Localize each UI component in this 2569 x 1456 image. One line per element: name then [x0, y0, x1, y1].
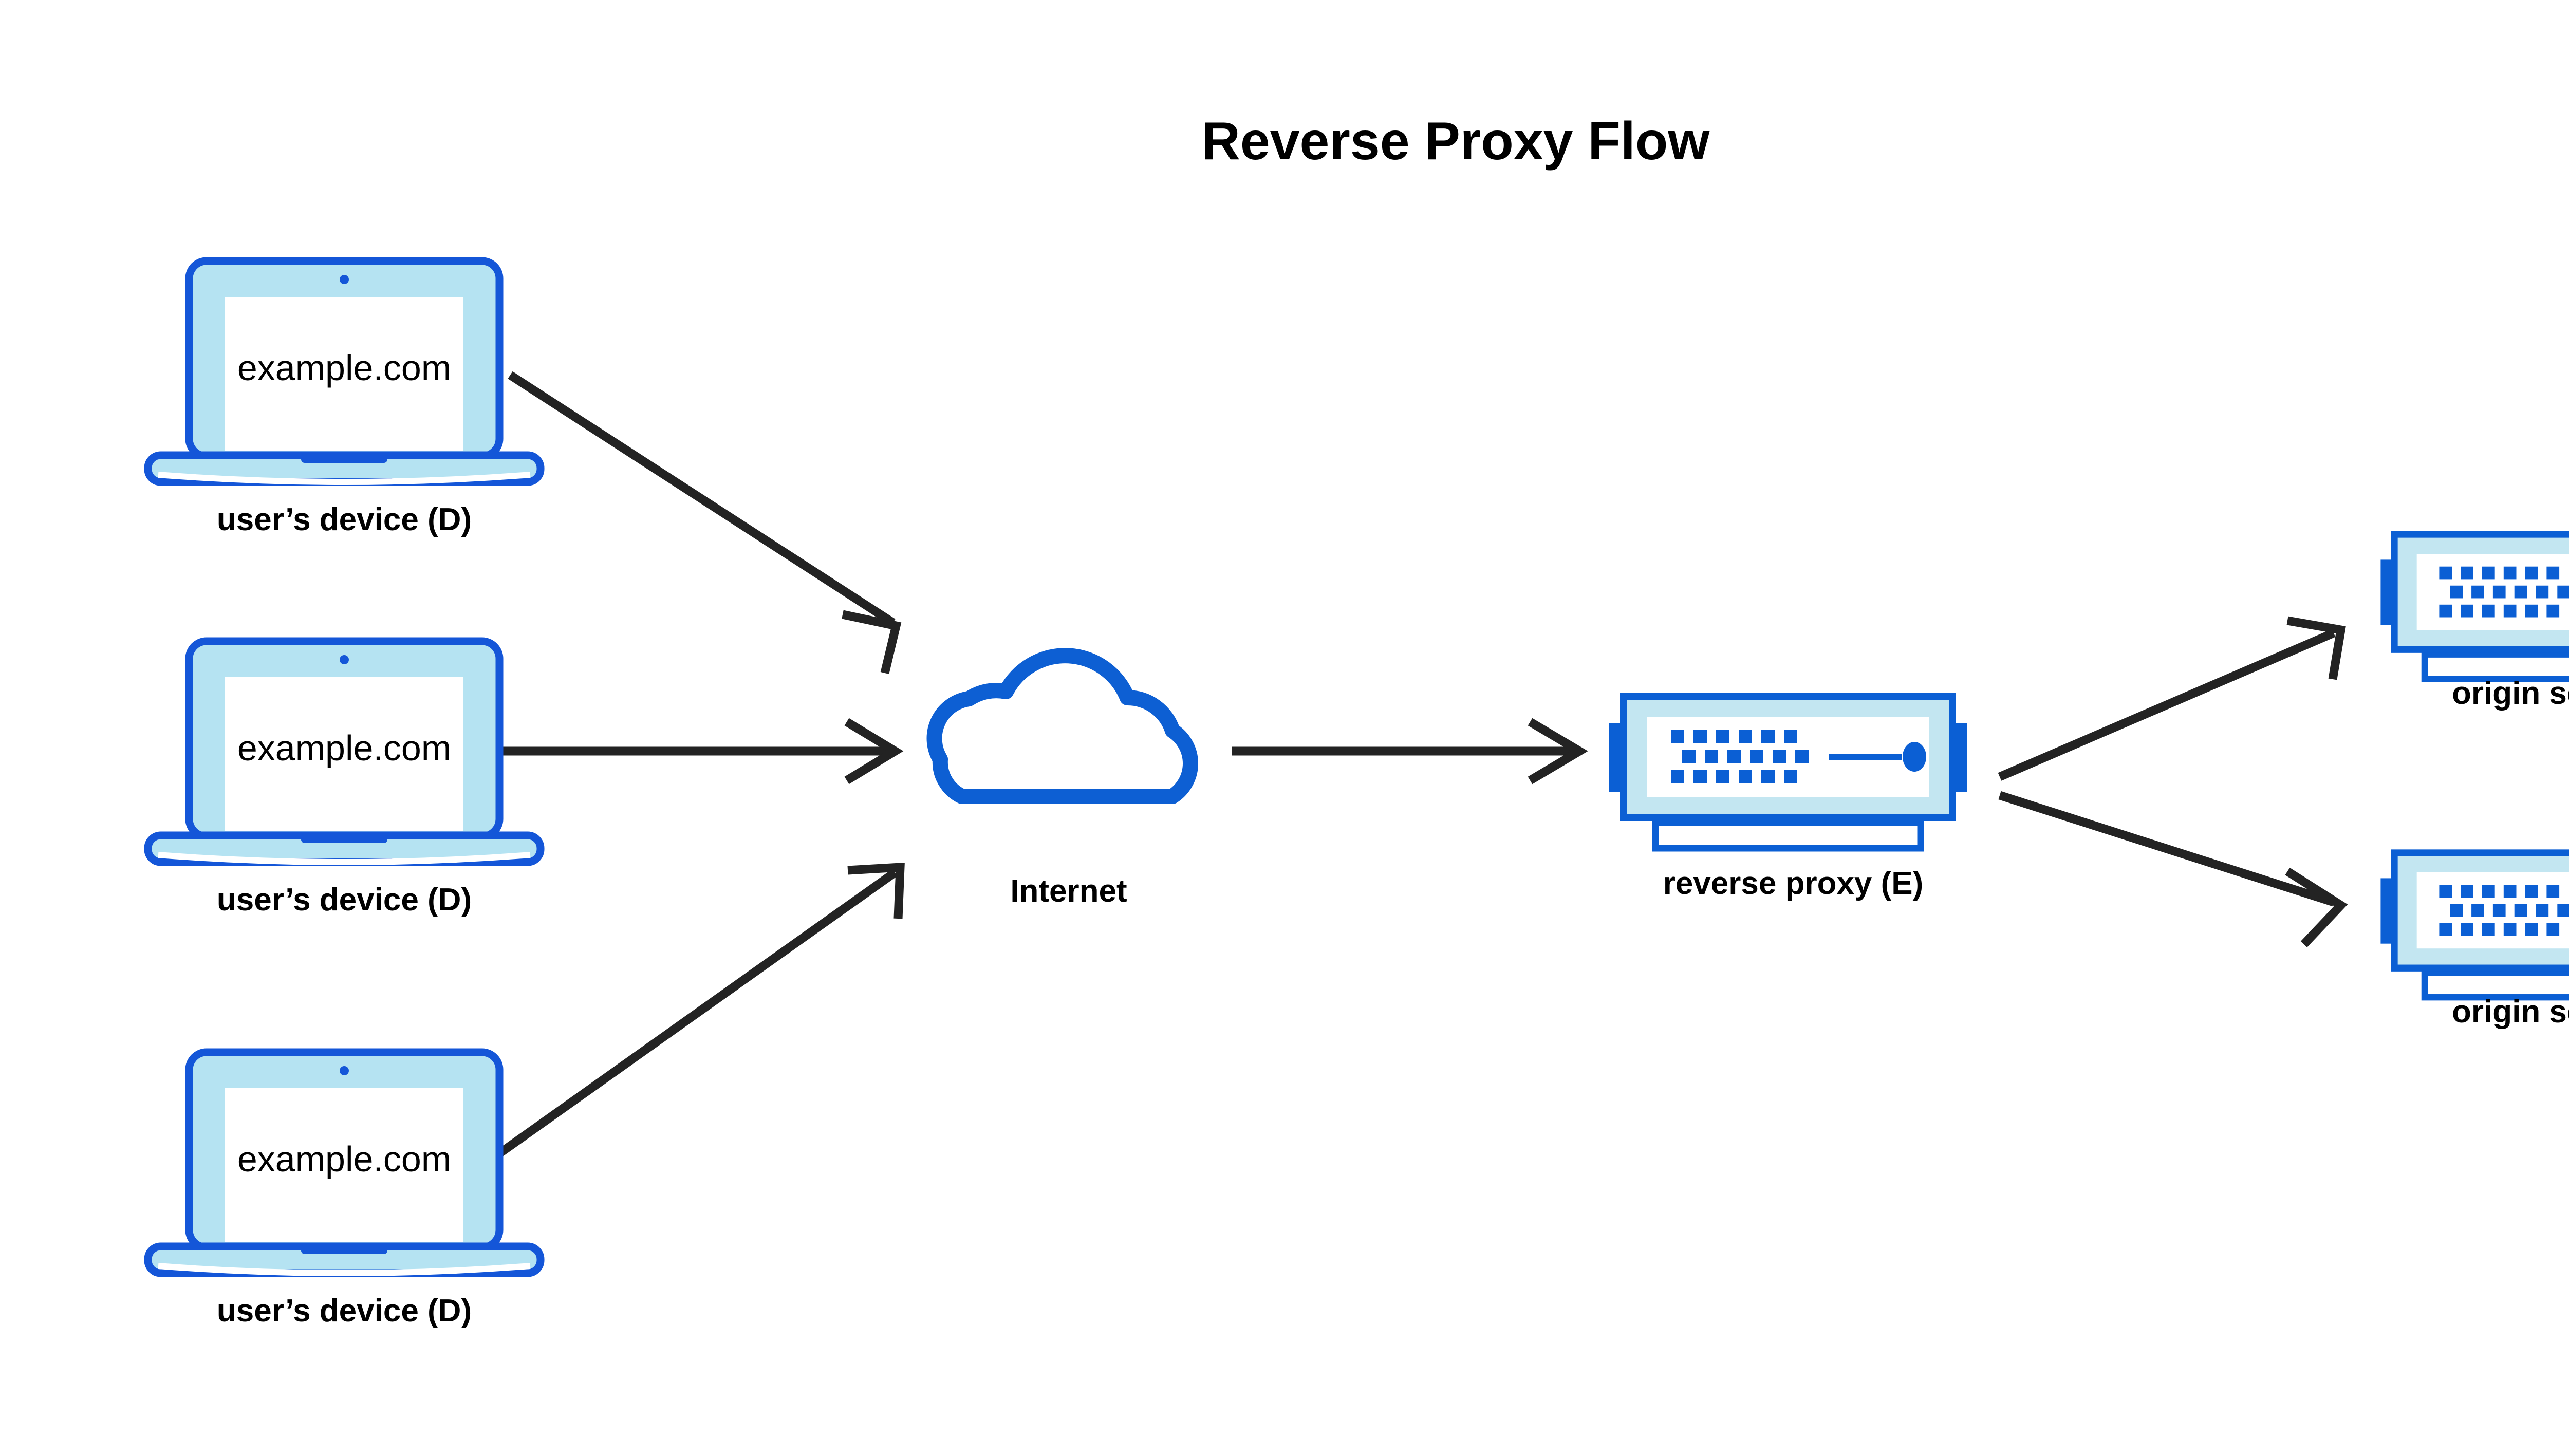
flow-client-middle-to-internet — [501, 718, 904, 785]
origin-server-node-top[interactable]: origin server (F) — [2380, 534, 2569, 711]
flow-proxy-to-origin-top — [1998, 616, 2346, 781]
flow-client-top-to-internet — [508, 371, 902, 674]
origin-server-node-bottom[interactable]: origin server (F) — [2380, 853, 2569, 1030]
reverse-proxy-label: reverse proxy (E) — [1663, 866, 1924, 901]
internet-node[interactable]: Internet — [935, 656, 1190, 909]
client-node-label: user’s device (D) — [217, 1293, 472, 1329]
server-icon — [2380, 534, 2569, 679]
browser-address-text: example.com — [237, 728, 451, 768]
client-node-middle[interactable]: example.com user’s device (D) — [148, 641, 541, 918]
server-icon — [2380, 853, 2569, 997]
browser-address-text: example.com — [237, 348, 451, 388]
cloud-icon — [935, 656, 1190, 796]
browser-address-text: example.com — [237, 1139, 451, 1179]
client-node-label: user’s device (D) — [217, 882, 472, 918]
reverse-proxy-node[interactable]: reverse proxy (E) — [1609, 696, 1967, 901]
page-title: Reverse Proxy Flow — [1202, 111, 1710, 171]
flow-client-bottom-to-internet — [495, 862, 905, 1159]
flow-arrows-group — [495, 371, 2348, 1159]
internet-node-label: Internet — [1010, 873, 1127, 909]
client-node-bottom[interactable]: example.com user’s device (D) — [148, 1052, 541, 1329]
server-icon — [1609, 696, 1967, 848]
client-node-top[interactable]: example.com user’s device (D) — [148, 261, 541, 537]
origin-server-label: origin server (F) — [2452, 994, 2569, 1030]
origin-server-label: origin server (F) — [2452, 676, 2569, 711]
flow-proxy-to-origin-bottom — [1998, 791, 2348, 947]
client-node-label: user’s device (D) — [217, 502, 472, 537]
flow-internet-to-proxy — [1232, 718, 1588, 785]
